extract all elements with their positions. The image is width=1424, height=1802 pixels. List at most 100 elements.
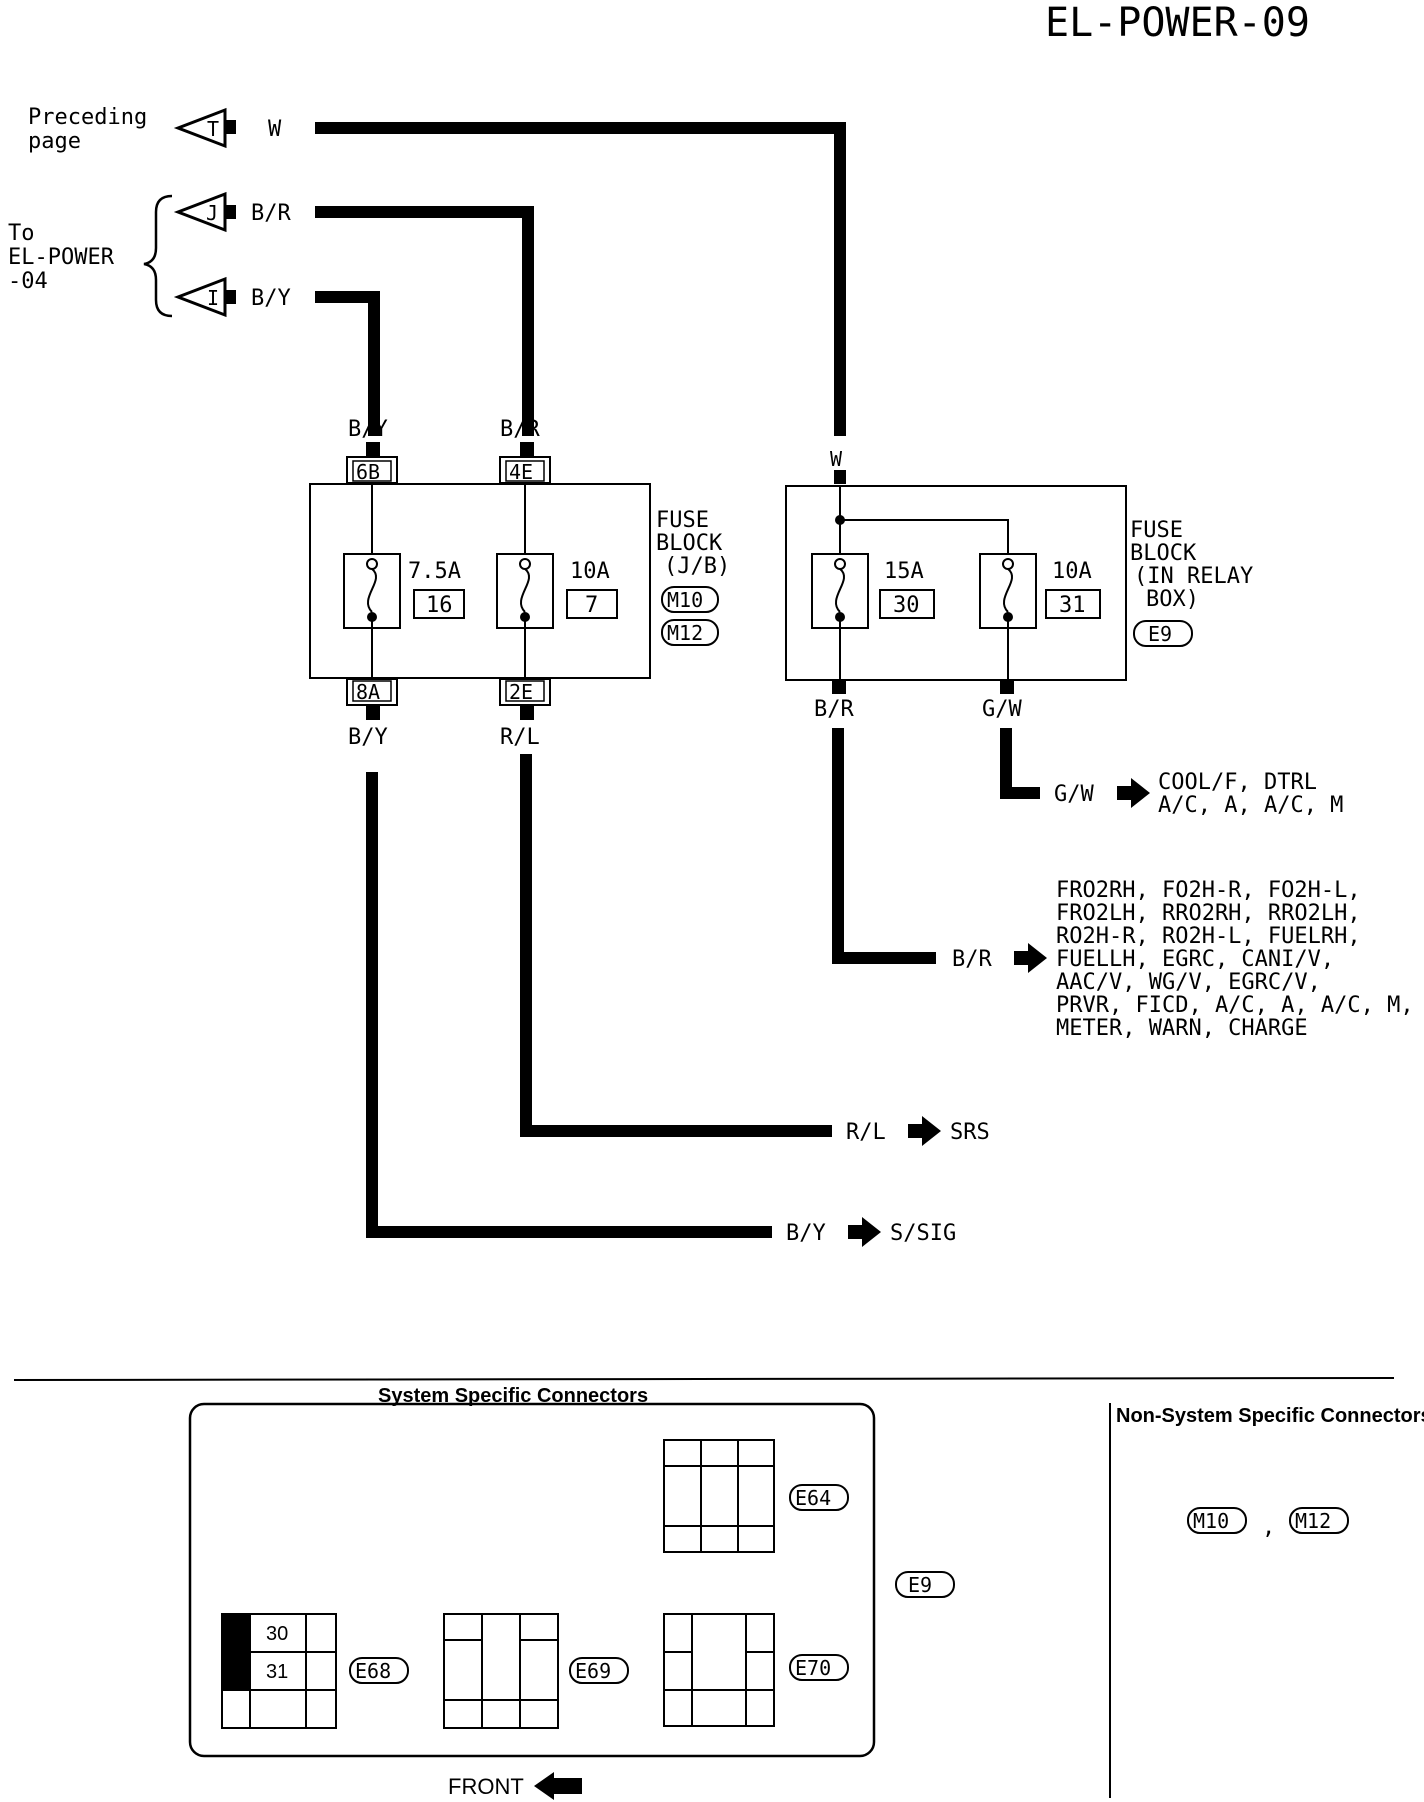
e9-label: E9 (908, 1573, 932, 1597)
e70-grid (663, 1613, 775, 1727)
wire-label-gw-out: G/W (1054, 782, 1094, 807)
e9-badge (895, 1571, 955, 1598)
fuse-7: 10A 7 (496, 484, 618, 678)
wire-label-rl-out: R/L (846, 1120, 886, 1145)
terminal-2e-label: 2E (509, 680, 533, 704)
non-system-specific-title: Non-System Specific Connectors (1116, 1405, 1424, 1427)
e68-pin-31-fill (222, 1652, 250, 1690)
page-title: EL-POWER-09 (1045, 0, 1310, 46)
to-el-power-04: To EL-POWER -04 J B/R I B/Y (8, 191, 291, 318)
fuse-31-rating: 10A (1052, 559, 1092, 584)
connector-j-letter: J (206, 201, 218, 225)
fuse-31-element (1002, 568, 1014, 613)
wire-by-input (315, 291, 380, 436)
terminal-stub-2e (520, 706, 534, 720)
connector-e69-diagram: E69 (443, 1613, 629, 1729)
output-by: B/Y S/SIG (786, 1217, 956, 1247)
output-gw: G/W COOL/F, DTRL A/C, A, A/C, M (1054, 770, 1343, 818)
e70-badge (789, 1654, 849, 1681)
e69-badge (569, 1657, 629, 1684)
wire-label-by-out: B/Y (786, 1221, 826, 1246)
preceding-page-input: Preceding page T W (28, 105, 282, 154)
dest-rl: SRS (950, 1120, 990, 1145)
fuse-block-relay-name-3: (IN RELAY (1134, 564, 1253, 589)
section-divider (13, 1377, 1395, 1381)
fuse-7-number: 7 (585, 593, 598, 618)
m12-badge (1289, 1507, 1349, 1534)
output-rl: R/L SRS (846, 1116, 990, 1146)
terminal-8a-label: 8A (356, 680, 380, 704)
relay-output-stub-gw (1000, 680, 1014, 694)
fuse-31-number-box (1045, 589, 1101, 619)
fuse-block-relay-box: W 15A 30 10A 31 FUSE BLOCK (IN (785, 447, 1253, 722)
fuse-16-number-box (413, 589, 465, 619)
relay-box-outline (188, 1402, 876, 1758)
connector-m12-badge (661, 619, 719, 646)
wire-label-w-in: W (268, 117, 282, 142)
wire-gw-output (1000, 728, 1040, 799)
terminal-box-2e-inner (505, 680, 545, 702)
e68-pin-30-fill (222, 1614, 250, 1652)
connector-e9-badge (1133, 620, 1193, 647)
relay-bus-horizontal (840, 519, 1009, 554)
preceding-page-label-2: page (28, 129, 81, 154)
e69-grid (443, 1613, 559, 1729)
connector-flag-t (173, 107, 227, 149)
fuse-block-jb-name-3: (J/B) (664, 554, 730, 579)
e68-badge (349, 1657, 409, 1684)
connector-e9: E9 (1148, 622, 1172, 646)
relay-output-stub-br (832, 680, 846, 694)
e68-pin-30: 30 (266, 1623, 288, 1645)
to-page-label-3: -04 (8, 269, 48, 294)
wires (315, 122, 1040, 1238)
fuse-30-top-node (834, 558, 846, 570)
terminal-box-6b-inner (352, 460, 392, 482)
connector-t-pin (226, 120, 236, 134)
wire-label-by-in: B/Y (251, 286, 291, 311)
connector-e64-diagram: E64 (663, 1439, 849, 1553)
non-system-separator: , (1262, 1515, 1275, 1540)
wire-rl-output (520, 754, 832, 1137)
fuse-16-rating: 7.5A (408, 559, 461, 584)
to-page-label-2: EL-POWER (8, 245, 115, 270)
fuse-31-top-node (1002, 558, 1014, 570)
wire-label-gw-relay: G/W (982, 697, 1022, 722)
e64-badge (789, 1484, 849, 1511)
fuse-block-jb-name-2: BLOCK (656, 531, 723, 556)
fuse-30-rating: 15A (884, 559, 924, 584)
arrow-right-icon (1117, 778, 1150, 808)
m12-label: M12 (1295, 1509, 1331, 1533)
dest-by: S/SIG (890, 1221, 956, 1246)
wire-label-rl-bottom: R/L (500, 725, 540, 750)
front-label: FRONT (448, 1774, 524, 1799)
fuse-30-element (834, 568, 846, 613)
fuse-7-element (519, 568, 531, 613)
m10-label: M10 (1193, 1509, 1229, 1533)
fuse-block-jb: B/Y B/R 6B 4E 7.5A 16 1 (309, 417, 730, 750)
fuse-16-top-node (366, 558, 378, 570)
wire-label-br-relay: B/R (814, 697, 854, 722)
dest-br-line-3: RO2H-R, RO2H-L, FUELRH, (1056, 924, 1361, 949)
wire-label-by-top: B/Y (348, 417, 388, 442)
connector-t-letter: T (207, 117, 219, 141)
relay-input-stub (834, 470, 846, 484)
fuse-30-number: 30 (893, 593, 920, 618)
fuse-16-element (366, 568, 378, 613)
terminal-stub-4e (520, 442, 534, 456)
connector-m10: M10 (667, 588, 703, 612)
e64-label: E64 (795, 1486, 831, 1510)
fuse-16: 7.5A 16 (343, 484, 465, 678)
arrow-right-icon (1014, 943, 1047, 973)
dest-br-line-2: FRO2LH, RRO2RH, RRO2LH, (1056, 901, 1361, 926)
wire-br-input (315, 206, 534, 436)
arrow-left-icon (534, 1772, 582, 1800)
fuse-31: 10A 31 (979, 553, 1101, 680)
wire-label-br-out: B/R (952, 947, 992, 972)
dest-br-line-6: PRVR, FICD, A/C, A, A/C, M, (1056, 993, 1414, 1018)
terminal-stub-8a (366, 706, 380, 720)
connector-i-letter: I (207, 286, 219, 310)
arrow-right-icon (908, 1116, 941, 1146)
fuse-block-relay-name: FUSE (1130, 518, 1183, 543)
system-specific-title: System Specific Connectors (378, 1385, 648, 1407)
terminal-4e-label: 4E (509, 460, 533, 484)
